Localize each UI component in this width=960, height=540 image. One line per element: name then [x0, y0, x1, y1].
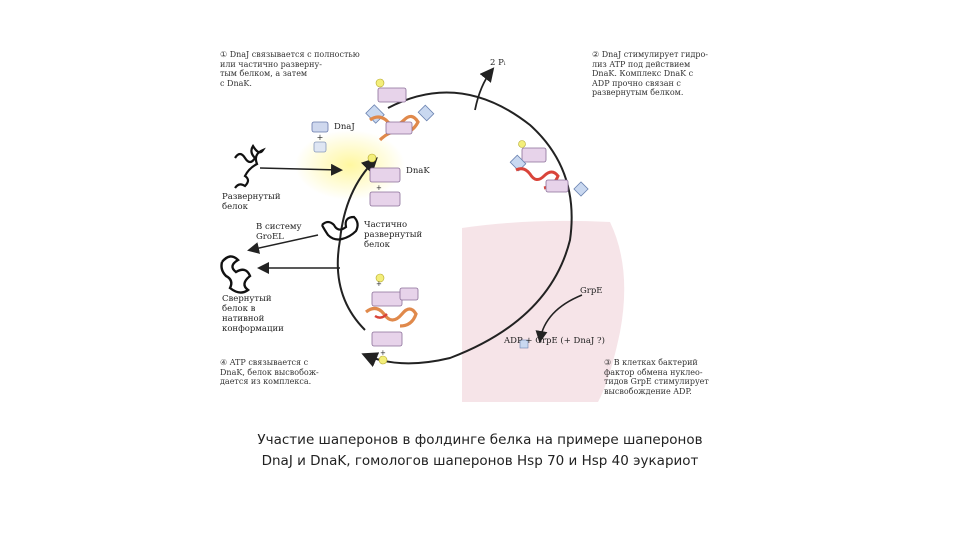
step-4-note: ④ ATP связывается с DnaK, белок высвобож… [220, 358, 319, 387]
dnak-shape [369, 167, 401, 183]
dnaj-label: DnaJ [334, 122, 355, 132]
adp-label: ADP + GrpE (+ DnaJ ?) [504, 336, 605, 346]
partial-protein [321, 215, 359, 241]
step-2-note: ② DnaJ стимулирует гидро- лиз ATP под де… [592, 50, 709, 98]
unfolded-arrow [259, 163, 343, 176]
caption-line-1: Участие шаперонов в фолдинге белка на пр… [257, 432, 703, 448]
dnak-label: DnaK [406, 166, 430, 176]
step-3-note: ③ В клетках бактерий фактор обмена нукле… [604, 358, 709, 396]
native-label: Свернутый белок в нативной конформации [222, 294, 284, 334]
svg-text:+: + [376, 184, 382, 192]
unfolded-label: Развернутый белок [222, 192, 281, 212]
chaperone-cycle-figure: + + + + ① DnaJ связывается с полно [200, 40, 720, 410]
pi-arrow [474, 67, 495, 111]
grpe-arrow [535, 294, 583, 343]
groel-label: В систему GroEL [256, 222, 302, 242]
dnak-shape-top [377, 87, 407, 103]
partial-label: Частично развернутый белок [364, 220, 423, 250]
groel-arrow [247, 234, 319, 254]
svg-text:+: + [380, 349, 386, 357]
unfolded-protein [234, 143, 266, 189]
pi-label: 2 Pᵢ [490, 58, 506, 68]
yellow-glow [295, 130, 405, 200]
dnaj-shape [311, 121, 329, 133]
caption-line-2: DnaJ и DnaK, гомологов шаперонов Hsp 70 … [261, 453, 699, 469]
pink-region [462, 220, 625, 402]
step-1-note: ① DnaJ связывается с полностью или части… [220, 50, 360, 88]
figure-caption: Участие шаперонов в фолдинге белка на пр… [180, 430, 780, 472]
cycle-diagram: + + + + [220, 67, 625, 402]
cycle-arc [361, 91, 573, 368]
grpe-label: GrpE [580, 286, 603, 296]
svg-text:+: + [317, 133, 324, 142]
svg-text:+: + [376, 280, 382, 288]
native-protein [220, 255, 252, 294]
